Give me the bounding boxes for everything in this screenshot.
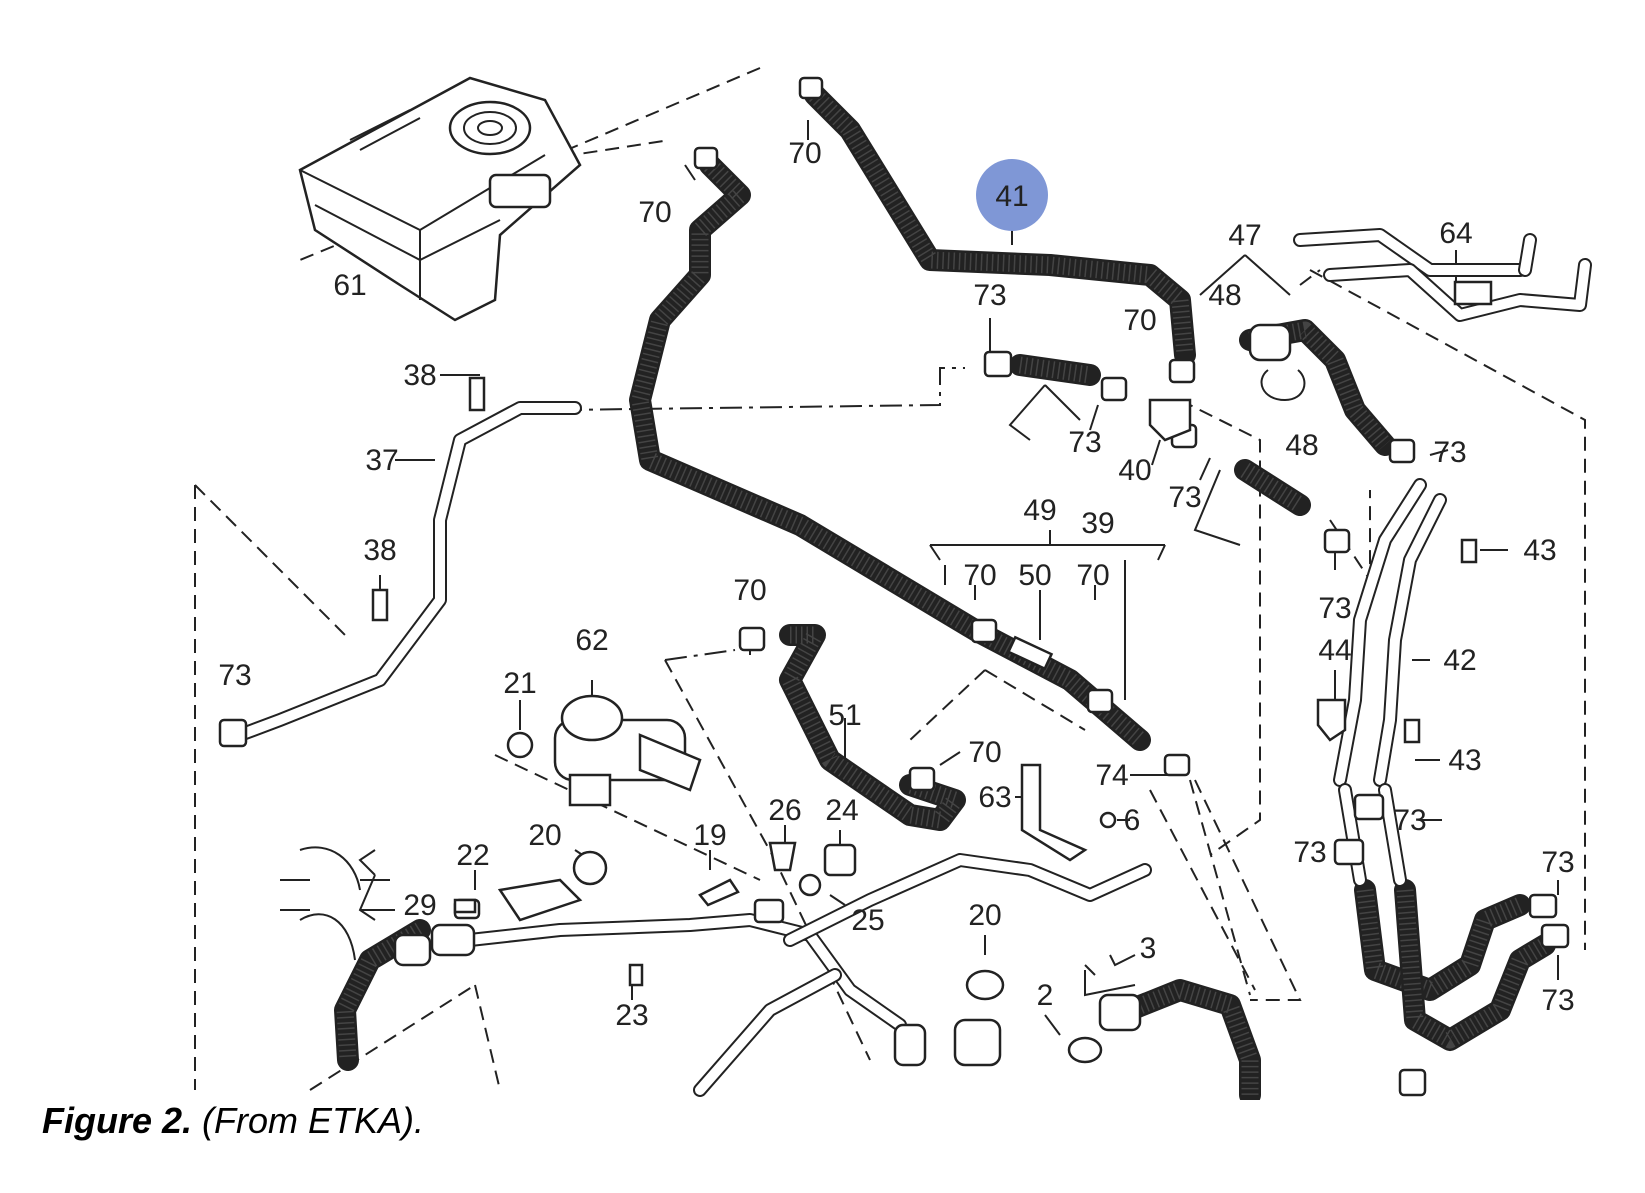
label-41: 41: [995, 180, 1028, 213]
label-22: 22: [456, 839, 489, 872]
label-70: 70: [963, 559, 996, 592]
label-47: 47: [1228, 219, 1261, 252]
label-48: 48: [1285, 429, 1318, 462]
label-23: 23: [615, 999, 648, 1032]
label-26: 26: [768, 794, 801, 827]
label-51: 51: [828, 699, 861, 732]
label-73: 73: [1541, 846, 1574, 879]
label-70: 70: [733, 574, 766, 607]
label-73: 73: [218, 659, 251, 692]
label-39: 39: [1081, 507, 1114, 540]
label-73: 73: [1318, 592, 1351, 625]
label-64: 64: [1439, 217, 1472, 250]
label-43: 43: [1523, 534, 1556, 567]
hoses: [334, 84, 1556, 1100]
label-3: 3: [1140, 932, 1157, 965]
label-48: 48: [1208, 279, 1241, 312]
label-62: 62: [575, 624, 608, 657]
highlight-circle: [976, 159, 1048, 231]
label-43: 43: [1448, 744, 1481, 777]
label-61: 61: [333, 269, 366, 302]
label-70: 70: [1123, 304, 1156, 337]
label-73: 73: [973, 279, 1006, 312]
label-73: 73: [1541, 984, 1574, 1017]
label-42: 42: [1443, 644, 1476, 677]
label-70: 70: [788, 137, 821, 170]
label-73: 73: [1293, 836, 1326, 869]
figure-source: (From ETKA).: [192, 1100, 425, 1141]
label-37: 37: [365, 444, 398, 477]
label-20: 20: [968, 899, 1001, 932]
expansion-tank: [298, 76, 582, 322]
label-73: 73: [1433, 436, 1466, 469]
label-40: 40: [1118, 454, 1151, 487]
label-38: 38: [363, 534, 396, 567]
label-20: 20: [528, 819, 561, 852]
label-74: 74: [1095, 759, 1128, 792]
label-50: 50: [1018, 559, 1051, 592]
label-25: 25: [851, 904, 884, 937]
label-38: 38: [403, 359, 436, 392]
label-6: 6: [1124, 804, 1141, 837]
label-70: 70: [1076, 559, 1109, 592]
clamps-and-fittings: [218, 76, 1570, 1097]
label-63: 63: [978, 781, 1011, 814]
figure-caption: Figure 2. (From ETKA).: [42, 1100, 424, 1142]
label-24: 24: [825, 794, 858, 827]
label-19: 19: [693, 819, 726, 852]
label-44: 44: [1318, 634, 1351, 667]
heater-pipes: [1293, 228, 1592, 322]
label-49: 49: [1023, 494, 1056, 527]
label-73: 73: [1068, 426, 1101, 459]
label-70: 70: [638, 196, 671, 229]
pipes: [233, 401, 1447, 1097]
label-21: 21: [503, 667, 536, 700]
label-73: 73: [1168, 481, 1201, 514]
label-2: 2: [1037, 979, 1054, 1012]
part-labels: 41 70 70 61 47 48 48 64 73 70 73 40 73 7…: [218, 137, 1574, 1032]
figure-label: Figure 2.: [42, 1100, 193, 1141]
label-29: 29: [403, 889, 436, 922]
label-73: 73: [1393, 804, 1426, 837]
label-70: 70: [968, 736, 1001, 769]
parts-diagram: 41 70 70 61 47 48 48 64 73 70 73 40 73 7…: [194, 67, 1592, 1100]
leader-lines: [354, 120, 1559, 1036]
